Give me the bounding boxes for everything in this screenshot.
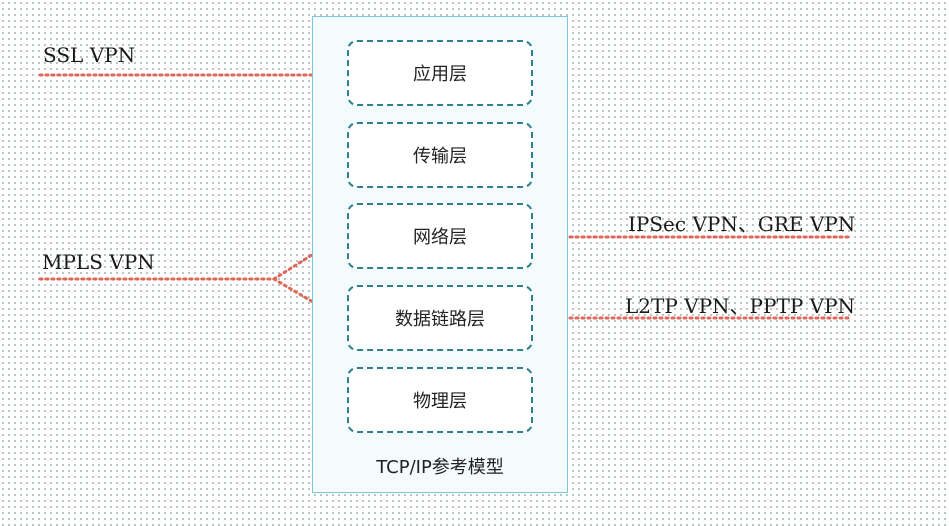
transport-layer: 传输层 bbox=[347, 122, 533, 188]
l2tp-pptp-vpn-label: L2TP VPN、PPTP VPN bbox=[625, 294, 856, 318]
mpls-datalink-branch bbox=[272, 277, 342, 320]
ssl-vpn-label: SSL VPN bbox=[43, 43, 136, 67]
physical-layer: 物理层 bbox=[347, 367, 533, 433]
data-link-layer: 数据链路层 bbox=[347, 285, 533, 351]
mpls-vpn-label: MPLS VPN bbox=[42, 250, 155, 274]
model-caption: TCP/IP参考模型 bbox=[376, 457, 504, 478]
network-layer: 网络层 bbox=[347, 203, 533, 269]
tcpip-model-box: 应用层 传输层 网络层 数据链路层 物理层 TCP/IP参考模型 bbox=[312, 16, 568, 493]
application-layer: 应用层 bbox=[347, 40, 533, 106]
ipsec-gre-vpn-label: IPSec VPN、GRE VPN bbox=[628, 212, 856, 236]
